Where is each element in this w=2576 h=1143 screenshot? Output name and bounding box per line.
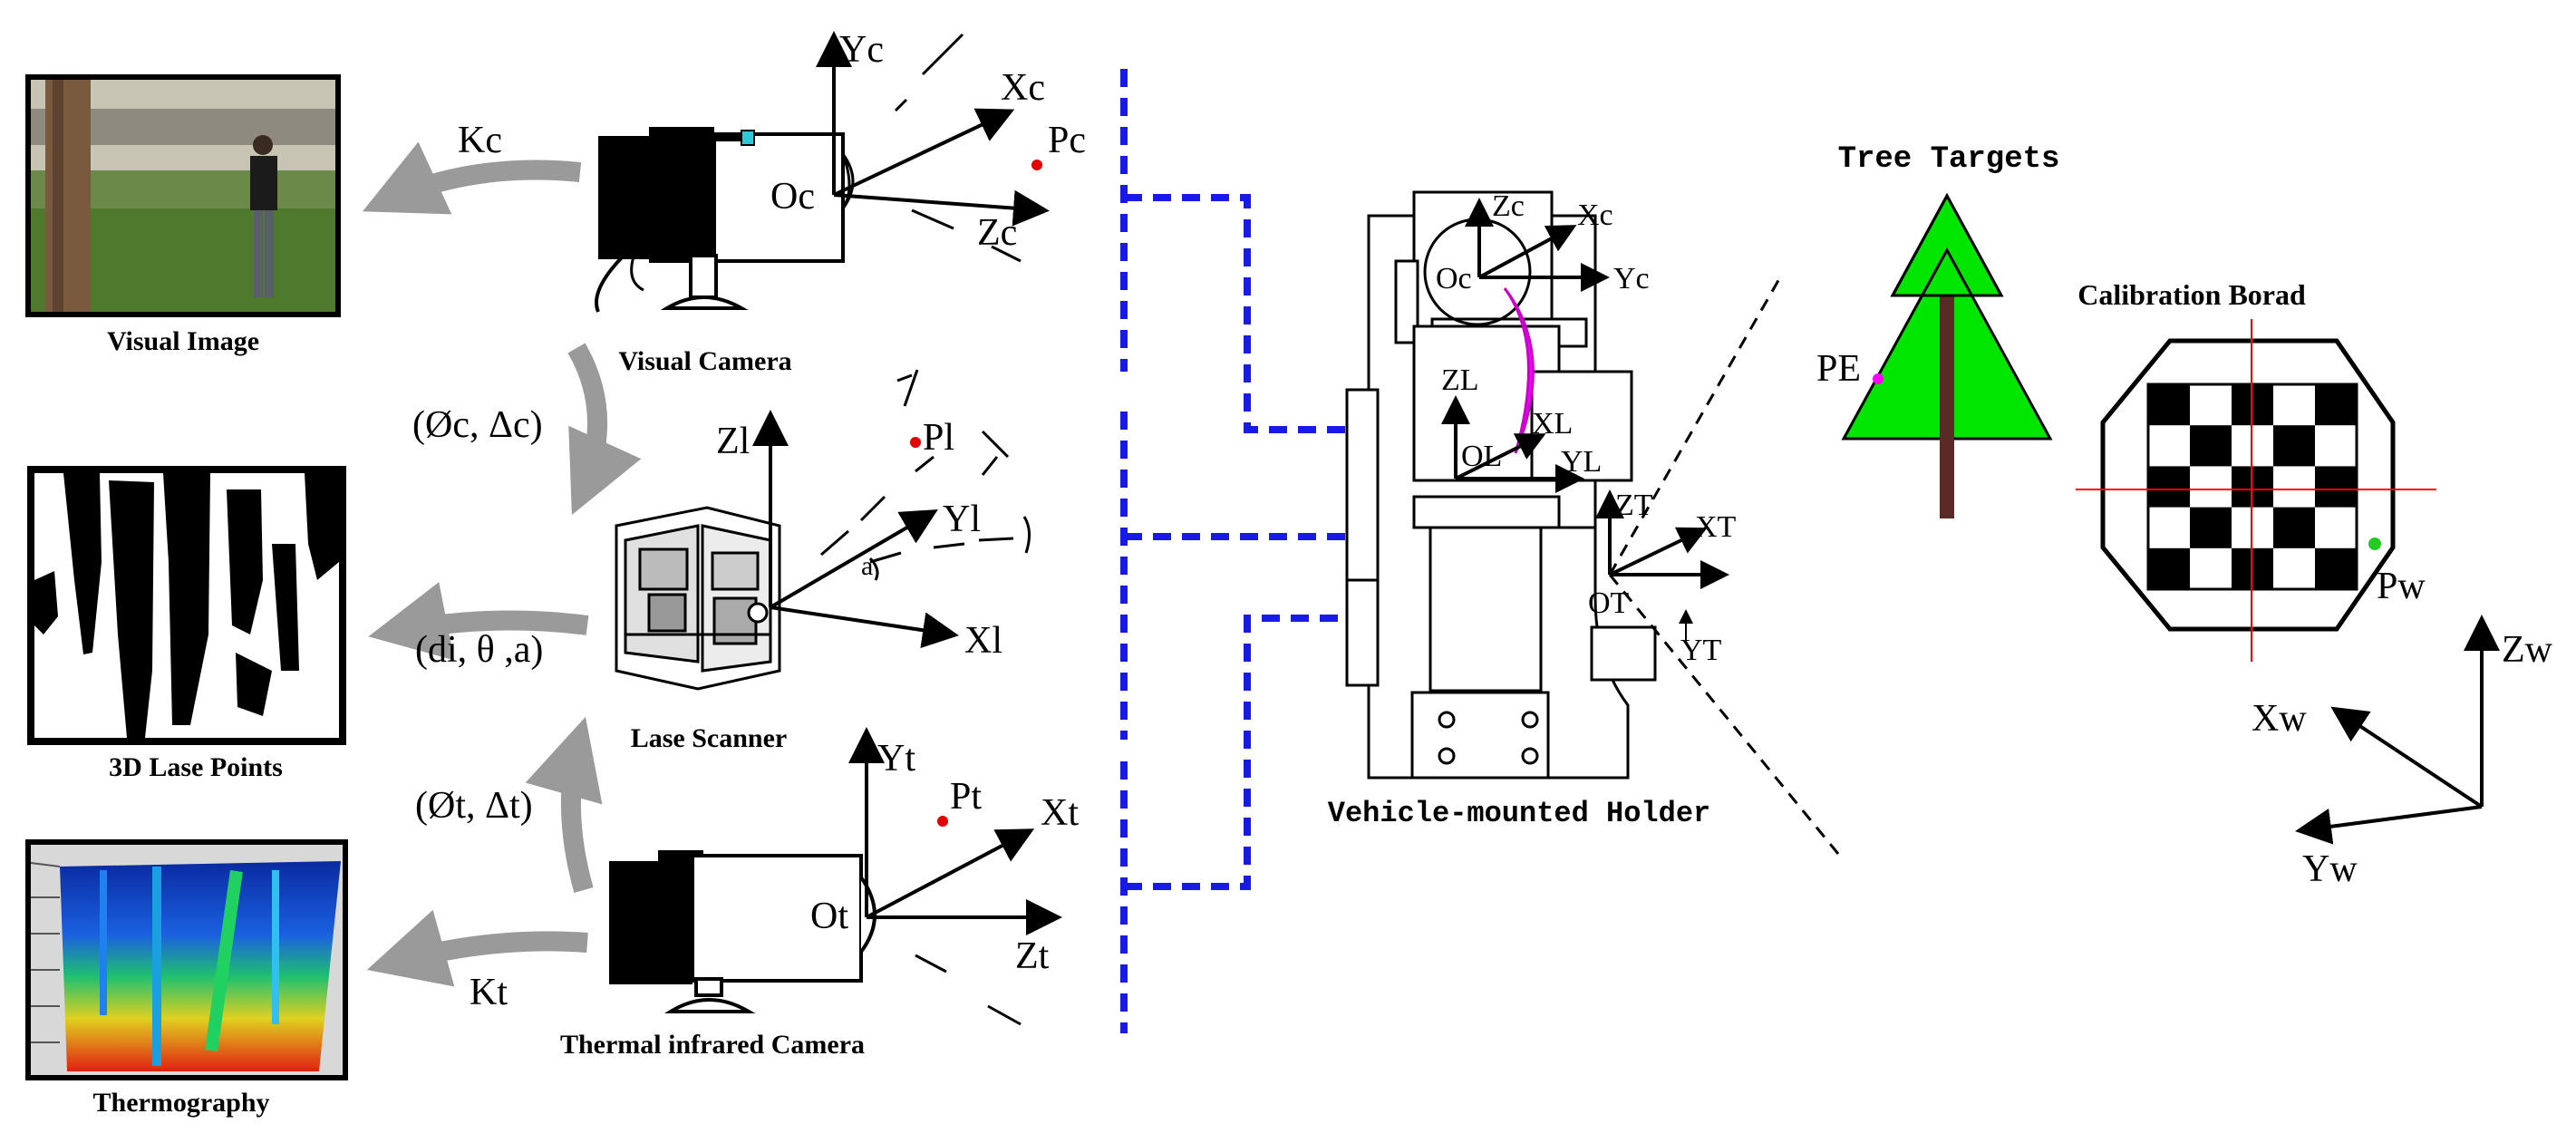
lase-scanner-label: Lase Scanner <box>631 723 788 753</box>
camera-yc: Yc <box>839 29 884 71</box>
holder-xt: XT <box>1695 510 1737 544</box>
holder-yt: YT <box>1680 634 1722 667</box>
camera-zc: Zc <box>977 212 1017 254</box>
holder-ol: OL <box>1461 440 1502 473</box>
lase-points-panel <box>27 466 346 745</box>
lase-scanner <box>615 506 781 691</box>
tree-point <box>1873 373 1884 384</box>
holder-yl: YL <box>1561 445 1602 479</box>
thermal-ot: Ot <box>810 896 848 937</box>
checker-square <box>2273 507 2315 548</box>
person-figure <box>250 135 277 297</box>
holder-label: Vehicle-mounted Holder <box>1328 797 1710 830</box>
checker-square <box>2315 466 2357 508</box>
checker-square <box>2148 384 2190 426</box>
laser-yl: Yl <box>943 499 981 540</box>
camera-axes <box>816 31 1050 263</box>
holder-axes <box>1441 198 1729 644</box>
holder-xl: XL <box>1532 407 1573 441</box>
checker-square <box>2148 547 2190 589</box>
checker-square <box>2148 466 2190 508</box>
world-yw: Yw <box>2302 848 2358 890</box>
tree-pe: PE <box>1816 348 1861 390</box>
holder-ot: OT <box>1588 586 1630 620</box>
world-xw: Xw <box>2252 698 2307 740</box>
laser-point <box>910 437 921 448</box>
oc-dc-label: (Øc, Δc) <box>412 404 543 446</box>
checker-square <box>2190 425 2232 467</box>
holder-xc: Xc <box>1577 199 1613 232</box>
kt-arrow <box>366 909 588 987</box>
board-point <box>2368 538 2381 550</box>
holder-yc: Yc <box>1613 262 1650 295</box>
thermography-panel <box>25 839 348 1080</box>
blue-links <box>1120 69 1351 1033</box>
holder-zl: ZL <box>1441 363 1479 397</box>
thermography-label: Thermography <box>93 1088 270 1118</box>
thermal-camera <box>609 850 876 1013</box>
camera-to-laser-arrow <box>567 343 642 516</box>
thermal-camera-label: Thermal infrared Camera <box>560 1030 865 1060</box>
laser-xl: Xl <box>964 620 1002 662</box>
visual-image-label: Visual Image <box>107 326 259 356</box>
thermal-pt: Pt <box>950 776 982 818</box>
thermal-axes <box>848 727 1062 1026</box>
camera-pc: Pc <box>1048 120 1086 161</box>
world-axes <box>2295 615 2500 845</box>
laser-axes <box>752 369 1031 649</box>
board-pw: Pw <box>2377 566 2426 607</box>
kc-arrow <box>363 141 582 215</box>
calibration-board <box>2076 319 2436 662</box>
gray-arrows <box>363 141 642 987</box>
checker-square <box>2315 384 2357 426</box>
camera-oc: Oc <box>770 176 815 218</box>
kc-label: Kc <box>458 120 502 161</box>
camera-xc: Xc <box>1001 67 1045 109</box>
holder-zt: ZT <box>1615 489 1653 522</box>
world-zw: Zw <box>2502 629 2553 671</box>
thermal-point <box>937 816 948 827</box>
laser-pl: Pl <box>923 417 954 459</box>
visual-image-panel <box>25 74 341 317</box>
checker-square <box>2273 425 2315 467</box>
thermal-yt: Yt <box>877 738 915 780</box>
lase-points-label: 3D Lase Points <box>109 752 283 782</box>
laser-zl: Zl <box>716 421 750 462</box>
holder-zc: Zc <box>1492 189 1525 223</box>
di-theta-a-label: (di, θ ,a) <box>415 629 543 671</box>
thermal-xt: Xt <box>1041 792 1079 834</box>
checker-square <box>2315 547 2357 589</box>
calibration-board-label: Calibration Borad <box>2077 278 2306 311</box>
thermal-zt: Zt <box>1015 935 1050 977</box>
ot-dt-label: (Øt, Δt) <box>415 785 533 827</box>
holder-oc: Oc <box>1436 262 1472 295</box>
lase-to-points-arrow <box>368 582 589 661</box>
vehicle-holder <box>1345 190 1657 780</box>
tree-targets-label: Tree Targets <box>1838 142 2060 177</box>
visual-camera-label: Visual Camera <box>618 346 791 376</box>
checker-square <box>2190 507 2232 548</box>
thermal-to-laser-arrow <box>525 716 603 893</box>
laser-a: a <box>861 551 873 581</box>
view-lines <box>1608 276 1840 855</box>
visual-camera <box>595 127 855 313</box>
kt-label: Kt <box>470 972 508 1013</box>
tree-target <box>1841 192 2053 518</box>
camera-point <box>1031 160 1042 170</box>
thermo-grid <box>30 862 61 1043</box>
